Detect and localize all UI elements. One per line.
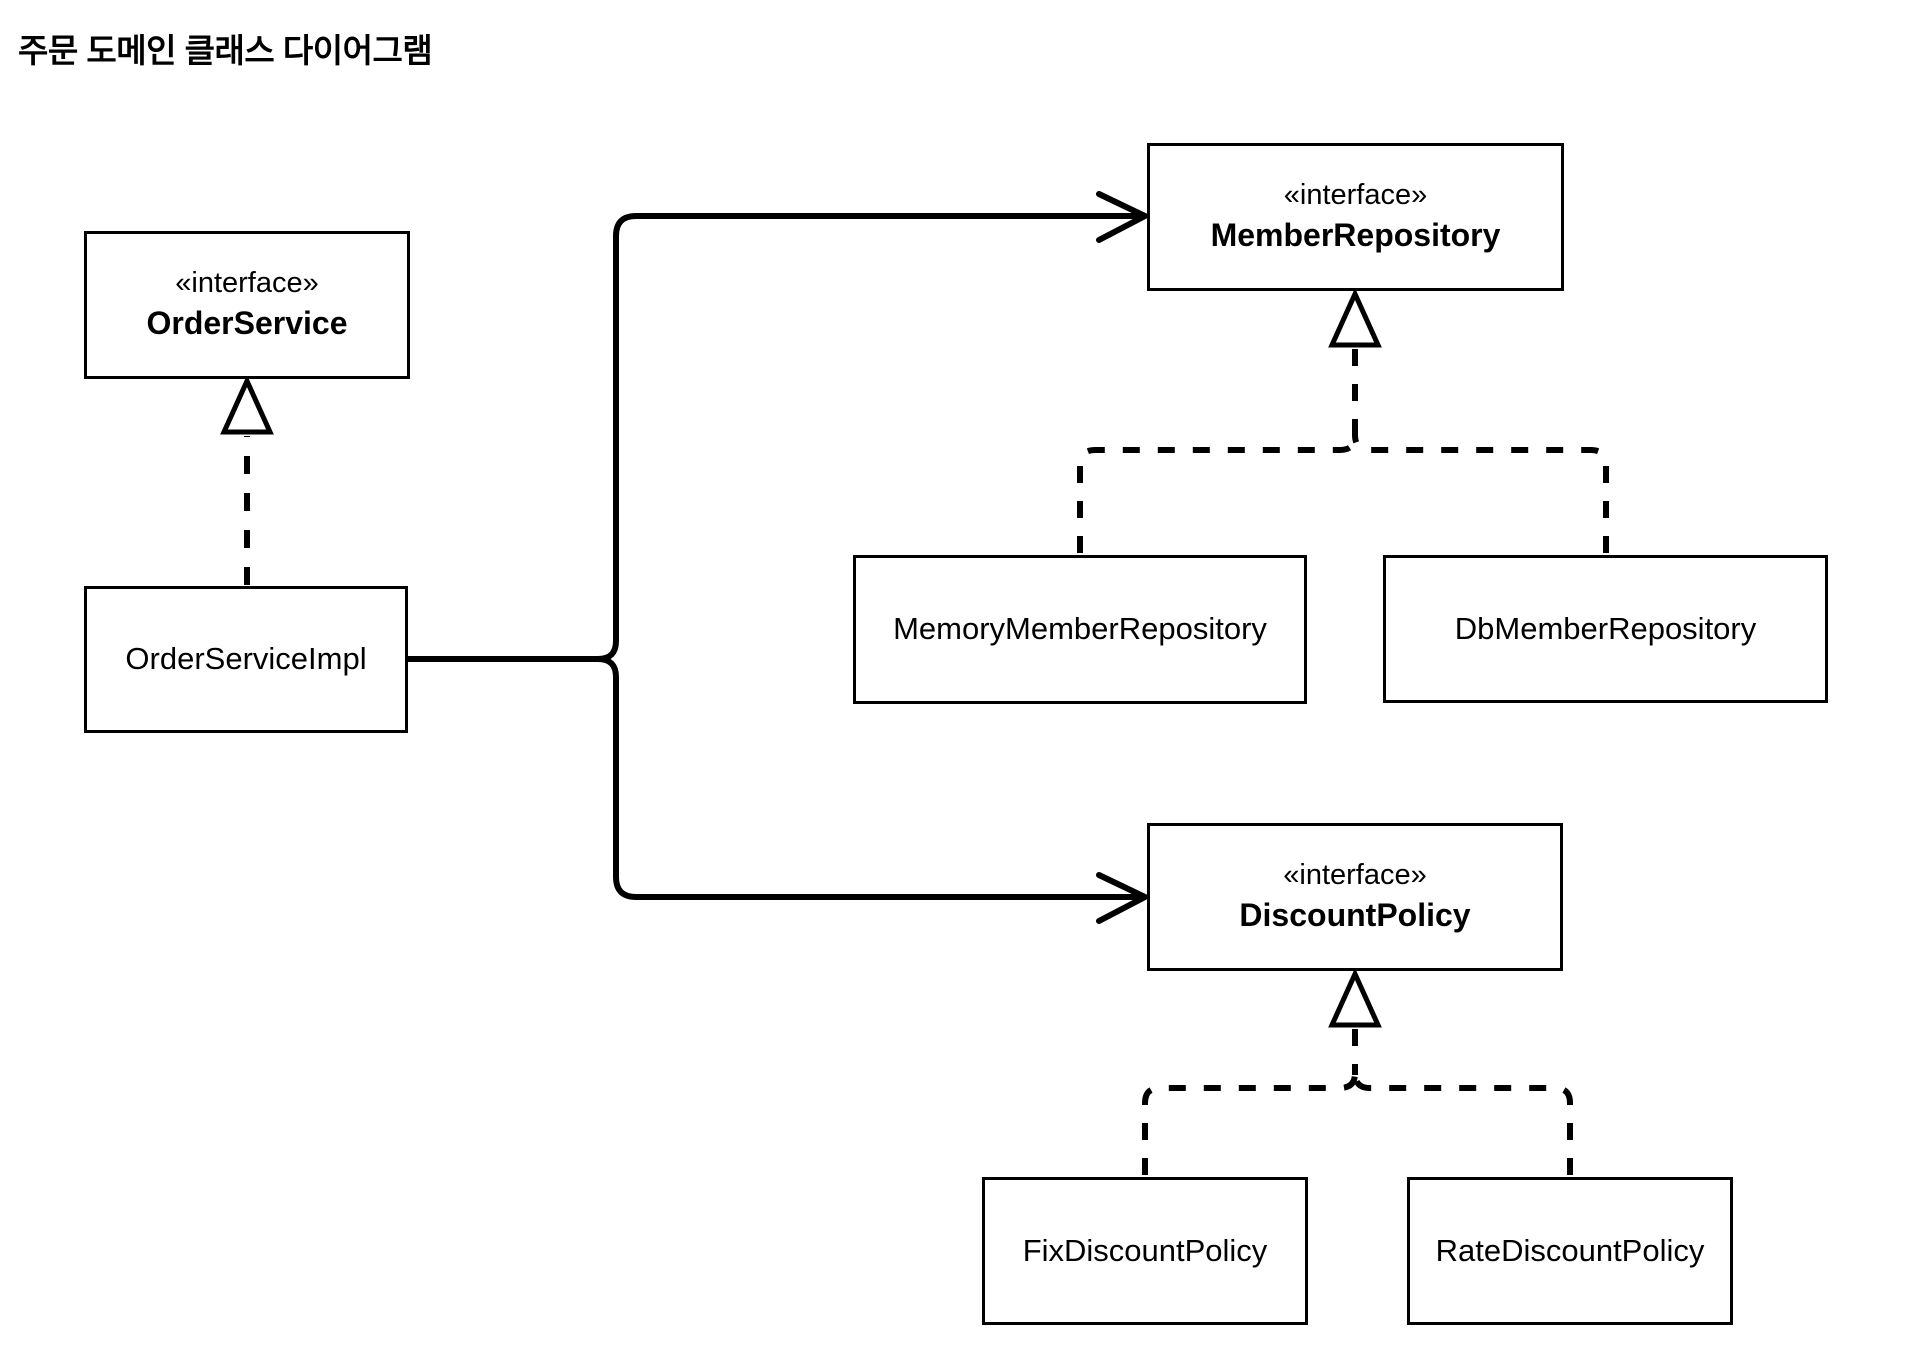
realization-line-memorymemberrepository-memberrepository bbox=[1077, 434, 1358, 553]
hollow-triangle-icon-discountpolicy bbox=[1328, 967, 1382, 1028]
stereotype-label: «interface» bbox=[175, 267, 319, 300]
stereotype-label: «interface» bbox=[1283, 179, 1428, 212]
stereotype-label: «interface» bbox=[1283, 859, 1427, 892]
class-box-order-service-impl: OrderServiceImpl bbox=[84, 586, 408, 733]
hollow-triangle-icon-memberrepository bbox=[1328, 287, 1382, 348]
class-box-order-service: «interface» OrderService bbox=[84, 231, 410, 379]
class-box-db-member-repository: DbMemberRepository bbox=[1383, 555, 1828, 703]
class-name: MemoryMemberRepository bbox=[893, 611, 1267, 647]
class-box-fix-discount-policy: FixDiscountPolicy bbox=[982, 1177, 1308, 1325]
class-name: RateDiscountPolicy bbox=[1435, 1232, 1705, 1268]
realization-line-fixdiscountpolicy-discountpolicy bbox=[1142, 1072, 1358, 1175]
class-box-member-repository: «interface» MemberRepository bbox=[1147, 143, 1564, 291]
hollow-triangle-icon-orderservice bbox=[220, 374, 274, 435]
class-name: DbMemberRepository bbox=[1454, 610, 1757, 646]
class-box-rate-discount-policy: RateDiscountPolicy bbox=[1407, 1177, 1733, 1325]
class-box-discount-policy: «interface» DiscountPolicy bbox=[1147, 823, 1563, 971]
class-name: MemberRepository bbox=[1210, 217, 1501, 254]
page-title: 주문 도메인 클래스 다이어그램 bbox=[18, 32, 433, 69]
realization-line-ratediscountpolicy-discountpolicy bbox=[1352, 1072, 1573, 1175]
class-name: OrderServiceImpl bbox=[125, 641, 367, 677]
open-arrowhead-icon-memberrepository bbox=[1096, 191, 1148, 243]
realization-line-dbmemberrepository-memberrepository bbox=[1352, 434, 1609, 553]
dependency-line-orderserviceimpl-discountpolicy bbox=[404, 656, 1144, 900]
class-box-memory-member-repository: MemoryMemberRepository bbox=[853, 555, 1307, 704]
class-name: FixDiscountPolicy bbox=[1022, 1232, 1268, 1268]
class-name: OrderService bbox=[146, 305, 348, 342]
open-arrowhead-icon-discountpolicy bbox=[1096, 872, 1148, 924]
class-name: DiscountPolicy bbox=[1239, 897, 1471, 934]
